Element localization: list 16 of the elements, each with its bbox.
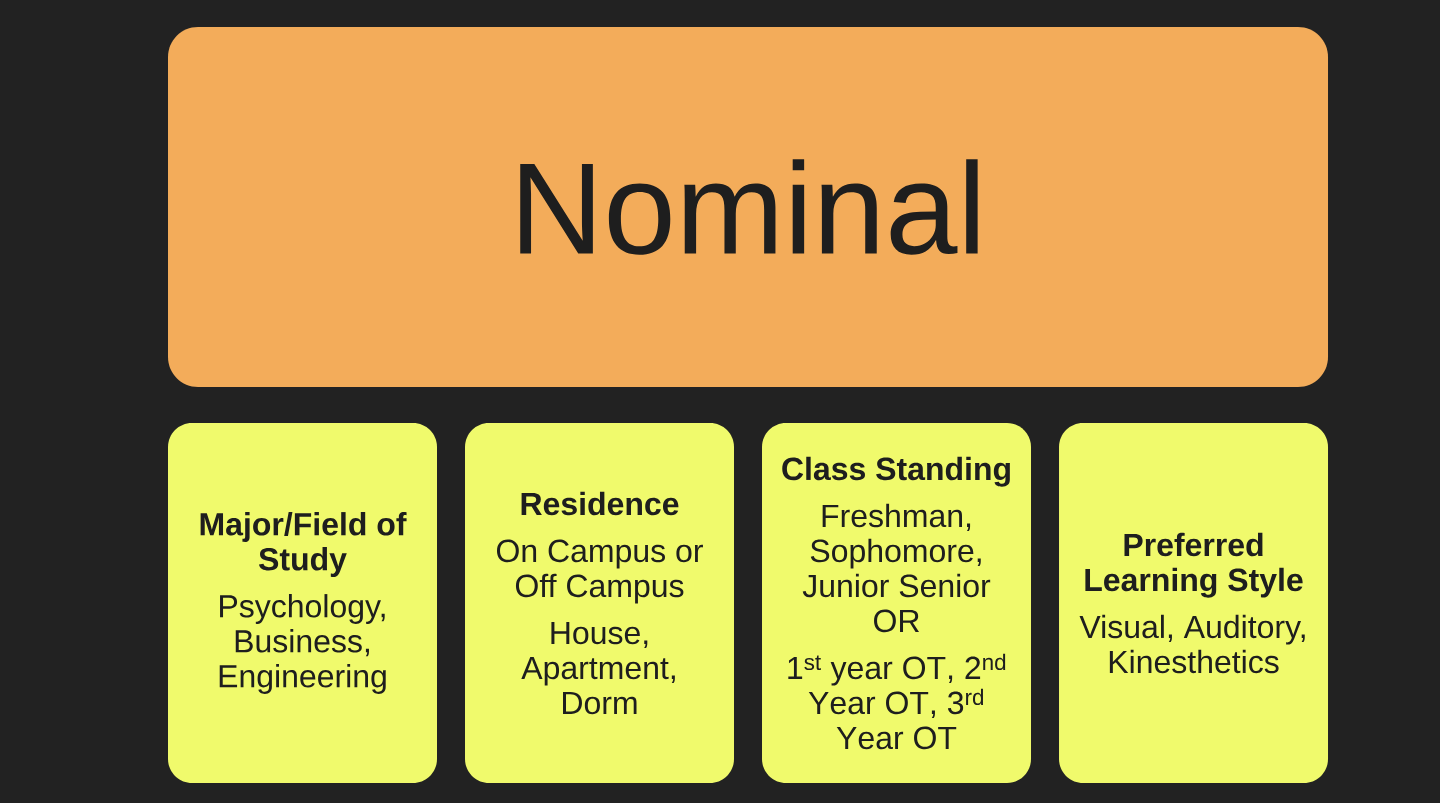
category-card xyxy=(1059,423,1328,783)
category-card xyxy=(465,423,734,783)
card-text: Psychology, Business, Engineering xyxy=(219,594,386,694)
card-heading: Class Standing xyxy=(782,456,1010,487)
card-text: Freshman, Sophomore, Junior Senior OR xyxy=(802,503,991,633)
card-heading: Major/Field of Study xyxy=(200,512,407,577)
card-text: House, Apartment, Dorm xyxy=(521,621,675,715)
category-card xyxy=(762,423,1031,783)
category-banner xyxy=(168,27,1328,387)
card-text: Visual, Auditory, Kinesthetics xyxy=(1079,614,1305,674)
card-text: $\mathrm{1}^{\mathrm{st}}\ \mathrm{year}\ \mathrm{OT}\mbox{,}\ \mathrm{2}^{\mathrm{nd}}\ \mathrm{Year}\ \mathrm{OT}\mbox{,}\ \mathrm{3}^{\mathrm{rd}}\ \mathrm{Year}\ \mathrm{OT}$ xyxy=(788,653,1006,750)
category-card xyxy=(168,423,437,783)
card-text: On Campus or Off Campus xyxy=(497,539,703,604)
card-heading: Preferred Learning Style xyxy=(1085,532,1303,598)
card-heading: Residence xyxy=(521,491,679,516)
banner-title: Nominal xyxy=(520,159,978,255)
